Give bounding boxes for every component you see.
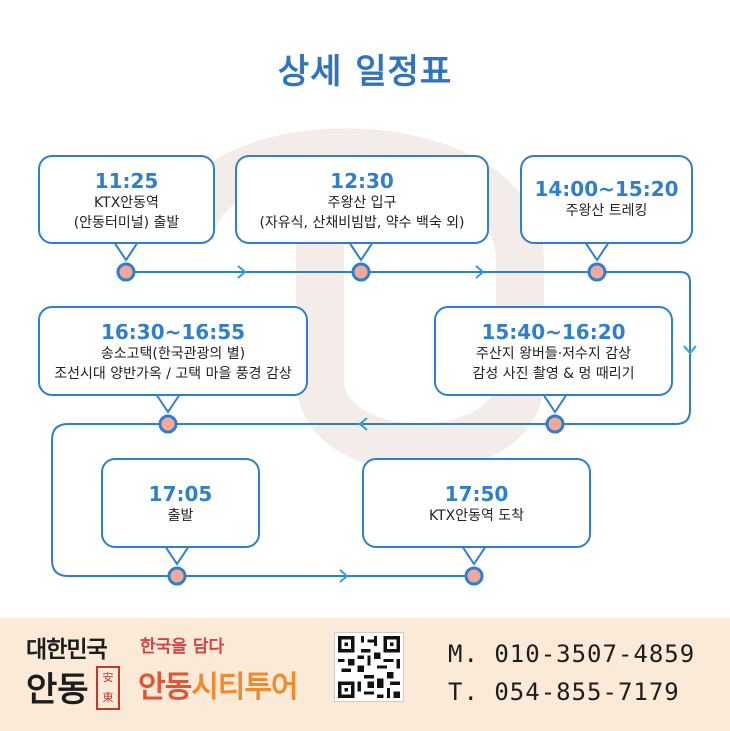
schedule-time: 15:40~16:20 xyxy=(481,320,626,344)
schedule-desc: 주산지 왕버들·저수지 감상 xyxy=(475,346,632,362)
bubble-tail xyxy=(155,393,181,414)
schedule-item-5: 16:30~16:55 송소고택(한국관광의 별) 조선시대 양반가옥 / 고택… xyxy=(38,306,308,396)
timeline-dot xyxy=(351,262,371,282)
qr-code-icon[interactable] xyxy=(334,632,404,702)
timeline-dot xyxy=(167,566,187,586)
schedule-desc: KTX안동역 xyxy=(94,195,159,211)
schedule-time: 11:25 xyxy=(94,169,159,193)
schedule-item-4: 15:40~16:20 주산지 왕버들·저수지 감상 감성 사진 촬영 & 멍 … xyxy=(434,306,673,396)
telephone[interactable]: T. 054-855-7179 xyxy=(448,678,680,706)
schedule-time: 17:05 xyxy=(148,482,213,506)
bubble-tail xyxy=(461,545,487,566)
schedule-desc: 주왕산 입구 xyxy=(327,195,397,211)
brand-part1: 안동 xyxy=(138,670,192,705)
slogan-text: 한국을 담다 xyxy=(140,637,225,657)
timeline-dot xyxy=(116,262,136,282)
schedule-time: 12:30 xyxy=(330,169,394,193)
schedule-desc: 출발 xyxy=(167,508,194,524)
schedule-time: 17:50 xyxy=(444,482,509,506)
arrow-right-icon xyxy=(237,265,247,279)
schedule-desc: (자유식, 산채비빔밥, 약수 백숙 외) xyxy=(259,215,465,231)
arrow-down-icon xyxy=(683,345,697,355)
timeline-line xyxy=(51,271,691,577)
bubble-tail xyxy=(584,241,610,262)
schedule-desc: 주왕산 트레킹 xyxy=(565,203,648,219)
arrow-left-icon xyxy=(358,417,368,431)
schedule-item-1: 11:25 KTX안동역 (안동터미널) 출발 xyxy=(38,155,215,244)
bubble-tail xyxy=(542,393,568,414)
timeline-dot xyxy=(158,414,178,434)
timeline-dot xyxy=(464,566,484,586)
logo-seal: 安東 xyxy=(96,666,120,710)
footer-banner: 대한민국 안동 安東 한국을 담다 안동시티투어 xyxy=(0,618,730,731)
mobile-phone[interactable]: M. 010-3507-4859 xyxy=(448,640,696,668)
schedule-time: 16:30~16:55 xyxy=(100,320,246,344)
schedule-desc: 감성 사진 촬영 & 멍 때리기 xyxy=(472,366,635,382)
logo-country-text: 대한민국 xyxy=(26,637,108,663)
timeline-dot xyxy=(545,414,565,434)
schedule-time: 14:00~15:20 xyxy=(534,177,679,201)
arrow-right-icon xyxy=(475,265,485,279)
bubble-tail xyxy=(164,545,190,566)
schedule-item-6: 17:05 출발 xyxy=(101,458,260,548)
schedule-desc: KTX안동역 도착 xyxy=(428,508,525,524)
schedule-desc: (안동터미널) 출발 xyxy=(73,215,180,231)
city-tour-brand: 안동시티투어 xyxy=(138,662,299,706)
schedule-desc: 송소고택(한국관광의 별) xyxy=(100,346,246,362)
timeline-dot xyxy=(587,262,607,282)
arrow-right-icon xyxy=(339,569,349,583)
page-title: 상세 일정표 xyxy=(277,52,453,92)
logo-city-text: 안동 xyxy=(26,670,89,710)
schedule-item-7: 17:50 KTX안동역 도착 xyxy=(362,458,591,548)
bubble-tail xyxy=(113,241,139,262)
schedule-item-2: 12:30 주왕산 입구 (자유식, 산채비빔밥, 약수 백숙 외) xyxy=(235,155,489,244)
brand-part2: 시티투어 xyxy=(191,670,298,705)
andong-logo: 대한민국 안동 安東 xyxy=(26,630,128,720)
bubble-tail xyxy=(348,241,374,262)
schedule-desc: 조선시대 양반가옥 / 고택 마을 풍경 감상 xyxy=(54,366,292,382)
schedule-item-3: 14:00~15:20 주왕산 트레킹 xyxy=(520,155,693,244)
